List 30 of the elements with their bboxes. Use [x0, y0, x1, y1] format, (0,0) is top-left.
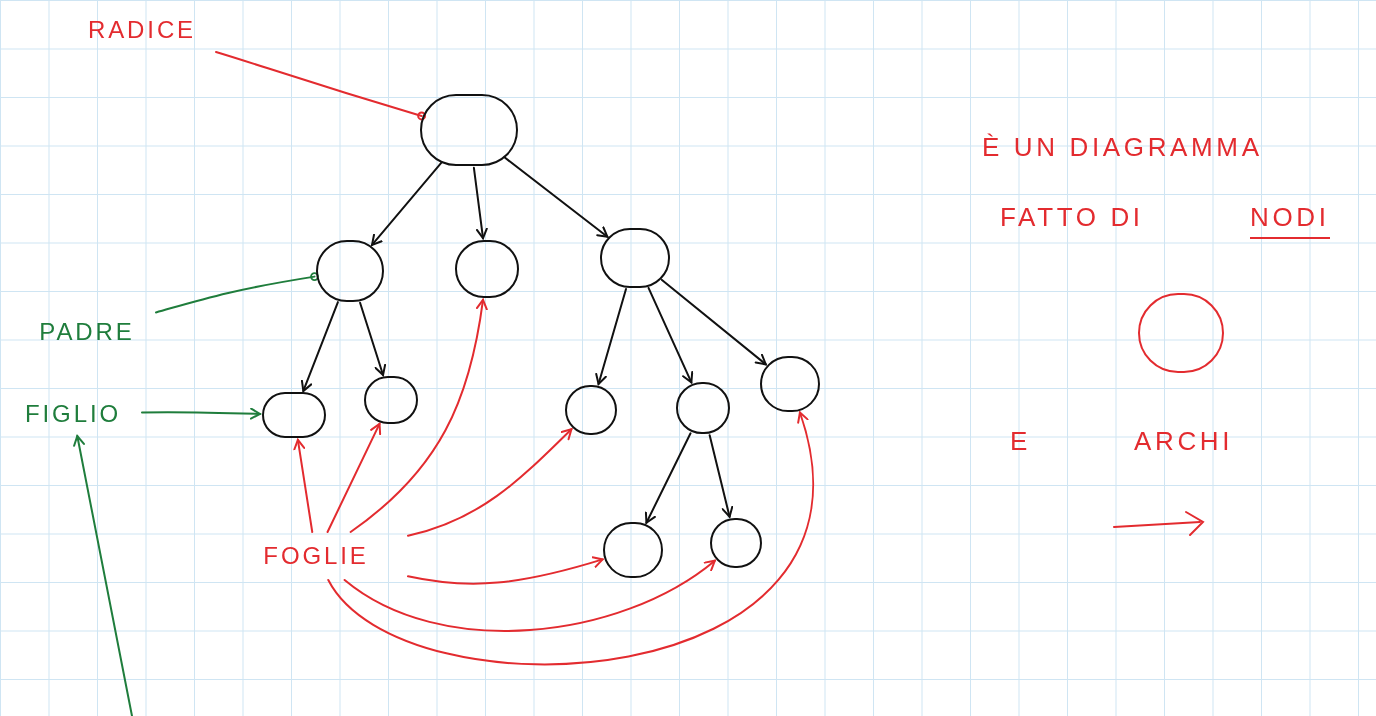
handwritten-text: NODI: [1250, 198, 1330, 239]
arrow: [343, 559, 716, 632]
leader-line: [155, 272, 319, 314]
arrow: [595, 288, 627, 385]
handwritten-text: FATTO DI: [1000, 201, 1144, 234]
arrow: [472, 166, 488, 240]
arrow: [359, 301, 387, 376]
arrow: [349, 298, 488, 533]
arrow: [327, 411, 815, 665]
arrow: [503, 156, 609, 238]
annotation-text: RADICE: [72, 12, 212, 48]
annotation-text: FOGLIE: [228, 536, 404, 576]
arrow: [407, 428, 573, 537]
handwritten-text: E: [1010, 425, 1031, 458]
arrow: [371, 161, 443, 246]
arrow: [647, 286, 694, 384]
arrow: [141, 407, 262, 420]
arrow: [407, 556, 604, 585]
handwritten-text: È UN DIAGRAMMA: [982, 131, 1263, 164]
arrow: [708, 434, 734, 518]
arrow: [644, 432, 692, 524]
annotation-text: PADRE: [22, 314, 152, 350]
arrow: [326, 422, 382, 533]
leader-line: [215, 50, 426, 121]
arrow: [293, 438, 314, 533]
handwritten-text: ARCHI: [1134, 425, 1234, 458]
annotation-text: FIGLIO: [8, 396, 138, 432]
arrow: [660, 278, 767, 366]
arrow: [300, 301, 339, 392]
arrow: [73, 435, 133, 716]
